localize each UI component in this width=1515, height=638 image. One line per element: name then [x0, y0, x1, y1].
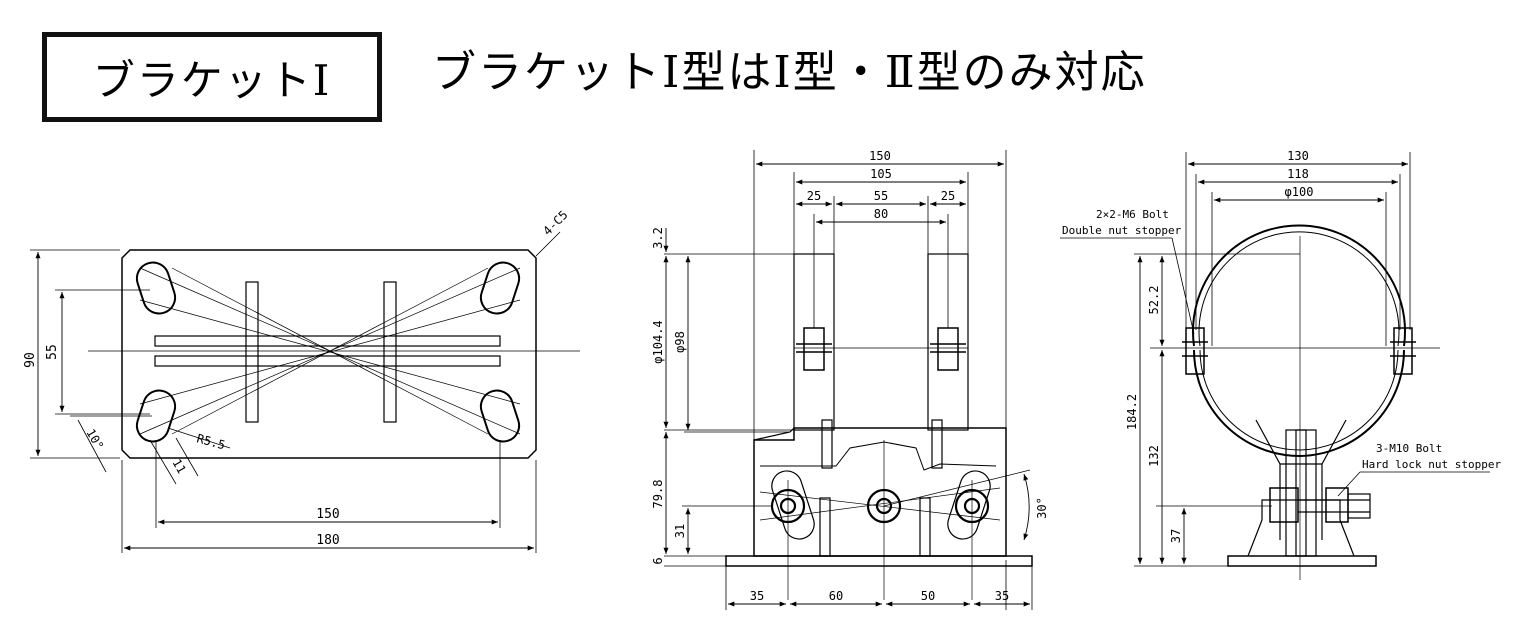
front-dim-105: 105: [870, 167, 892, 181]
plan-angle: 10°: [83, 427, 106, 453]
bolt-note-2: Double nut stopper: [1062, 224, 1182, 237]
plan-radius: R5.5: [195, 431, 227, 452]
front-view: [663, 150, 1033, 610]
side-dim-37: 37: [1169, 529, 1183, 543]
side-dim-130: 130: [1287, 149, 1309, 163]
plan-dim-90: 90: [23, 352, 38, 368]
front-dim-25b: 25: [941, 189, 955, 203]
front-dim-50: 50: [921, 589, 935, 603]
plan-slot: 11: [169, 457, 188, 477]
front-dim-phi98: φ98: [673, 331, 687, 353]
plan-dim-55: 55: [45, 344, 60, 360]
title-box: ブラケットⅠ: [42, 32, 382, 122]
plan-dim-150: 150: [316, 507, 339, 522]
front-dim-6: 6: [651, 557, 665, 564]
title-label: ブラケットⅠ: [92, 55, 332, 105]
base-plate-outline: [121, 249, 537, 459]
front-dim-phi104: φ104.4: [651, 320, 665, 363]
front-dim-35a: 35: [750, 589, 764, 603]
front-dim-55: 55: [874, 189, 888, 203]
plan-view: [30, 231, 580, 553]
front-dim-25a: 25: [807, 189, 821, 203]
front-dim-80: 80: [874, 207, 888, 221]
front-angle: 30°: [1035, 497, 1049, 519]
side-dim-132: 132: [1147, 445, 1161, 467]
side-dim-184-2: 184.2: [1125, 394, 1139, 430]
plan-chamfer: 4-C5: [540, 208, 570, 238]
subtitle: ブラケットⅠ型はⅠ型・Ⅱ型のみ対応: [432, 47, 1147, 98]
front-dim-60: 60: [829, 589, 843, 603]
bolt-note-4: Hard lock nut stopper: [1362, 458, 1501, 471]
bolt-note-3: 3-M10 Bolt: [1376, 442, 1442, 455]
side-view: [1060, 152, 1490, 580]
mounting-slots: [135, 261, 521, 443]
plan-dim-180: 180: [316, 533, 339, 548]
front-dim-79-8: 79.8: [651, 480, 665, 509]
side-dim-118: 118: [1287, 167, 1309, 181]
side-dim-phi100: φ100: [1285, 185, 1314, 199]
side-dim-52-2: 52.2: [1147, 286, 1161, 315]
front-dim-3-2: 3.2: [651, 227, 665, 249]
front-dim-31: 31: [673, 524, 687, 538]
front-dim-35b: 35: [995, 589, 1009, 603]
bolt-note-1: 2×2-M6 Bolt: [1096, 208, 1169, 221]
front-dim-150: 150: [869, 149, 891, 163]
